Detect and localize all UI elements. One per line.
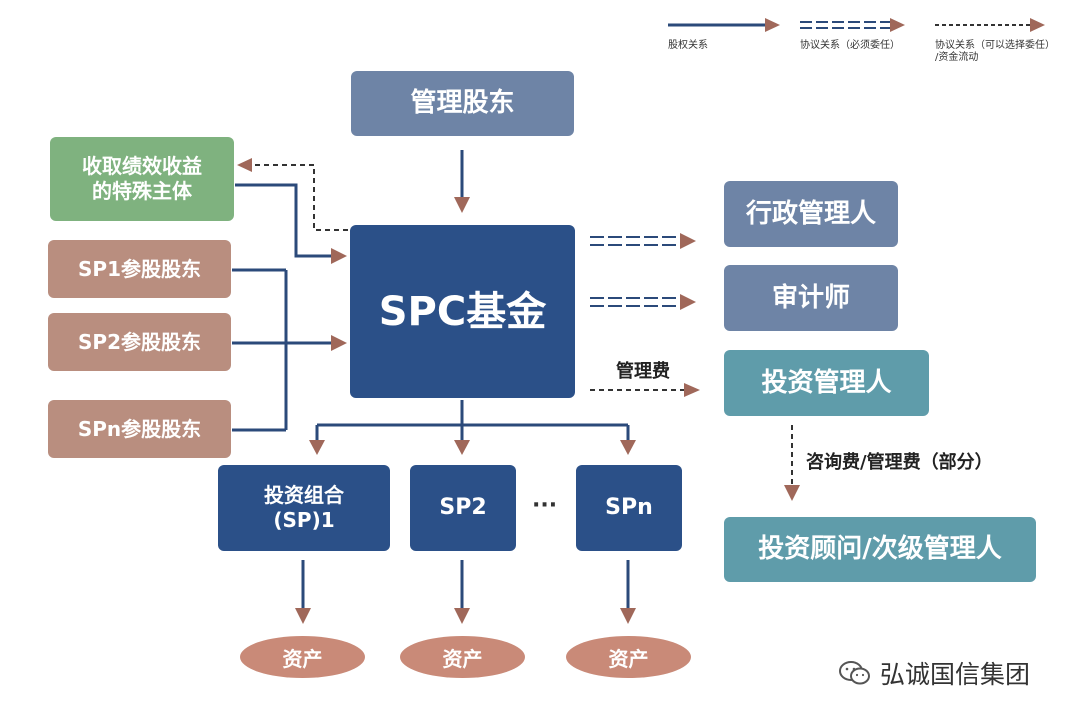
- watermark-text: 弘诚国信集团: [880, 660, 1031, 689]
- node-performance-entity-line1: 收取绩效收益: [82, 154, 202, 178]
- arrow-mgmt-to-spc: [454, 150, 470, 213]
- wechat-icon: [839, 661, 870, 685]
- arrow-portfolios-to-assets: [295, 560, 636, 624]
- node-management-shareholder: 管理股东: [351, 71, 574, 136]
- node-performance-entity-line2: 的特殊主体: [92, 179, 192, 203]
- node-spc-fund: SPC基金: [350, 225, 575, 398]
- node-portfolio-sp1-line2: (SP)1: [273, 508, 335, 532]
- node-auditor: 审计师: [724, 265, 898, 331]
- legend-optional-label-line2: /资金流动: [935, 52, 979, 63]
- arrow-spc-to-performance-entity: [237, 158, 348, 231]
- arrow-spc-to-portfolios: [309, 400, 636, 455]
- node-spn: SPn: [576, 465, 682, 551]
- node-investment-advisor: 投资顾问/次级管理人: [724, 517, 1036, 582]
- arrow-spc-to-auditor: [590, 294, 696, 310]
- legend-agreement-label: 协议关系（必须委任）: [800, 40, 900, 51]
- legend-equity-line: [668, 18, 780, 32]
- arrow-performance-entity-to-spc: [235, 183, 347, 264]
- legend-equity-label: 股权关系: [668, 40, 708, 51]
- arrow-manager-to-advisor: [784, 425, 800, 501]
- arrow-spc-to-investment-manager: [590, 383, 700, 397]
- node-spn-shareholder: SPn参股股东: [48, 400, 231, 458]
- node-sp2-shareholder: SP2参股股东: [48, 313, 231, 371]
- label-mgmt-fee: 管理费: [616, 361, 670, 382]
- legend-agreement-line: [800, 18, 905, 32]
- node-portfolio-sp1-line1: 投资组合: [264, 483, 344, 507]
- arrow-spc-to-admin: [590, 233, 696, 249]
- node-admin-manager: 行政管理人: [724, 181, 898, 247]
- asset-oval-3: 资产: [566, 636, 691, 678]
- legend-optional-label: 协议关系（可以选择委任） /资金流动: [935, 40, 1055, 64]
- node-performance-entity: 收取绩效收益 的特殊主体: [50, 137, 234, 221]
- asset-oval-1: 资产: [240, 636, 365, 678]
- label-consult-fee: 咨询费/管理费（部分）: [806, 452, 993, 473]
- watermark: 弘诚国信集团: [838, 655, 1030, 691]
- node-portfolio-sp1: 投资组合 (SP)1: [218, 465, 390, 551]
- node-investment-manager: 投资管理人: [724, 350, 929, 416]
- arrow-sp-shareholders-to-spc: [232, 268, 347, 432]
- node-sp1-shareholder: SP1参股股东: [48, 240, 231, 298]
- legend-optional-label-line1: 协议关系（可以选择委任）: [935, 40, 1055, 51]
- node-sp2: SP2: [410, 465, 516, 551]
- ellipsis: ···: [532, 493, 558, 518]
- asset-oval-2: 资产: [400, 636, 525, 678]
- legend-optional-line: [935, 18, 1045, 32]
